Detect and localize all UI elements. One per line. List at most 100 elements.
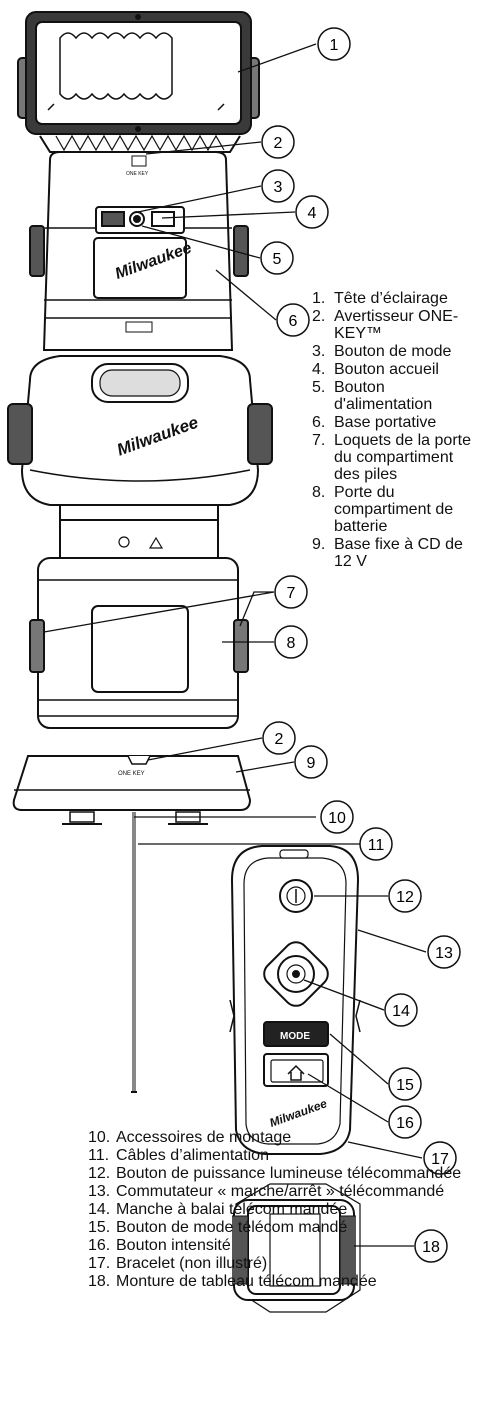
callout-circle: [388, 1067, 422, 1101]
battery-compartment: [29, 557, 249, 729]
legend-number: 14.: [88, 1201, 111, 1218]
legend-item: 14. Manche à balai télécom mandée: [88, 1201, 477, 1218]
legend-number: 17.: [88, 1255, 111, 1272]
callout-17: 17: [423, 1141, 457, 1175]
legend-number: 6.: [312, 414, 326, 431]
legend-item: 8. Porte du compartiment de batterie: [312, 484, 477, 535]
callout-number: 8: [287, 635, 296, 652]
callout-11: 11: [359, 827, 393, 861]
callout-number: 18: [422, 1239, 440, 1256]
callout-number: 17: [431, 1151, 449, 1168]
callout-16: 16: [388, 1105, 422, 1139]
legend-text: Bouton d'alimentation: [334, 379, 433, 413]
callout-9: 9: [294, 745, 328, 779]
legend-text: Bouton de mode télécom mandé: [116, 1219, 348, 1236]
callout-circle: [274, 625, 308, 659]
callout-number: 1: [330, 37, 339, 54]
callout-circle: [261, 125, 295, 159]
light-head: [17, 11, 260, 153]
callout-3: 3: [261, 169, 295, 203]
legend-number: 10.: [88, 1129, 111, 1146]
callout-circle: [262, 721, 296, 755]
remote-control: [229, 845, 361, 1155]
callout-12: 12: [388, 879, 422, 913]
callout-circle: [384, 993, 418, 1027]
legend-number: 15.: [88, 1219, 111, 1236]
callout-circle: [388, 1105, 422, 1139]
callout-circle: [294, 745, 328, 779]
legend-text: Tête d’éclairage: [334, 290, 448, 307]
legend-item: 13.Commutateur « marche/arrêt » télécomm…: [88, 1183, 477, 1200]
callout-2: 2: [262, 721, 296, 755]
callout-number: 13: [435, 945, 453, 962]
wall-mount: [232, 1183, 361, 1313]
callout-2: 2: [261, 125, 295, 159]
legend-number: 4.: [312, 361, 326, 378]
callout-circle: [274, 575, 308, 609]
callout-circle: [317, 27, 351, 61]
callout-circle: [295, 195, 329, 229]
onekey-mark-top: ONE KEY: [126, 171, 149, 177]
callout-number: 3: [274, 179, 283, 196]
legend-text: Bouton intensité: [116, 1237, 231, 1254]
callout-circle: [359, 827, 393, 861]
callout-number: 15: [396, 1077, 414, 1094]
callout-circle: [260, 241, 294, 275]
callout-number: 16: [396, 1115, 414, 1132]
onekey-mark-fixed: ONE KEY: [118, 771, 145, 777]
portable-base: [29, 151, 249, 351]
callout-10: 10: [320, 800, 354, 834]
legend-item: 11.Câbles d’alimentation: [88, 1147, 477, 1164]
legend-number: 1.: [312, 290, 326, 307]
legend-text: Avertisseur ONE-KEY™: [334, 308, 459, 342]
legend-number: 12.: [88, 1165, 111, 1182]
callout-15: 15: [388, 1067, 422, 1101]
callout-18: 18: [414, 1229, 448, 1263]
legend-text: Bouton de mode: [334, 343, 452, 360]
callout-number: 10: [328, 810, 346, 827]
legend-item: 3. Bouton de mode: [312, 343, 477, 360]
legend-text: Monture de tableau télécom mandée: [116, 1273, 377, 1290]
callout-circle: [423, 1141, 457, 1175]
legend-text: Base portative: [334, 414, 437, 431]
legend-item: 5.Bouton d'alimentation: [312, 379, 477, 413]
fixed-base: [12, 755, 252, 825]
legend-number: 8.: [312, 484, 326, 501]
callout-circle: [320, 800, 354, 834]
callout-1: 1: [317, 27, 351, 61]
legend-text: Loquets de la porte du compartiment des …: [334, 432, 471, 483]
callout-14: 14: [384, 993, 418, 1027]
legend-number: 3.: [312, 343, 326, 360]
legend-text: Câbles d’alimentation: [116, 1147, 269, 1164]
legend-item: 2.Avertisseur ONE-KEY™: [312, 308, 477, 342]
legend-item: 7.Loquets de la porte du compartiment de…: [312, 432, 477, 483]
callout-circle: [388, 879, 422, 913]
power-cable: [131, 812, 137, 1093]
callout-circle: [276, 303, 310, 337]
legend-text: Commutateur « marche/arrêt » télécommand…: [116, 1183, 445, 1200]
callout-number: 2: [274, 135, 283, 152]
callout-5: 5: [260, 241, 294, 275]
callout-circle: [261, 169, 295, 203]
callout-circle: [427, 935, 461, 969]
legend-text: Bouton de puissance lumineuse télécomman…: [116, 1165, 462, 1182]
legend-text: Manche à balai télécom mandée: [116, 1201, 348, 1218]
legend-text: Base fixe à CD de 12 V: [334, 536, 463, 570]
legend-text: Bracelet (non illustré): [116, 1255, 268, 1272]
leader-lines: [43, 43, 427, 1247]
callout-number: 11: [368, 837, 385, 854]
callout-7: 7: [274, 575, 308, 609]
callout-number: 5: [273, 251, 282, 268]
legend-item: 1. Tête d’éclairage: [312, 290, 477, 307]
mode-button-label: MODE: [280, 1031, 310, 1042]
legend-item: 17. Bracelet (non illustré): [88, 1255, 477, 1272]
legend-number: 16.: [88, 1237, 111, 1254]
legend-item: 12. Bouton de puissance lumineuse télécom…: [88, 1165, 477, 1182]
legend-text: Porte du compartiment de batterie: [334, 484, 454, 535]
lamp-body: [7, 355, 273, 561]
callout-number: 4: [308, 205, 317, 222]
